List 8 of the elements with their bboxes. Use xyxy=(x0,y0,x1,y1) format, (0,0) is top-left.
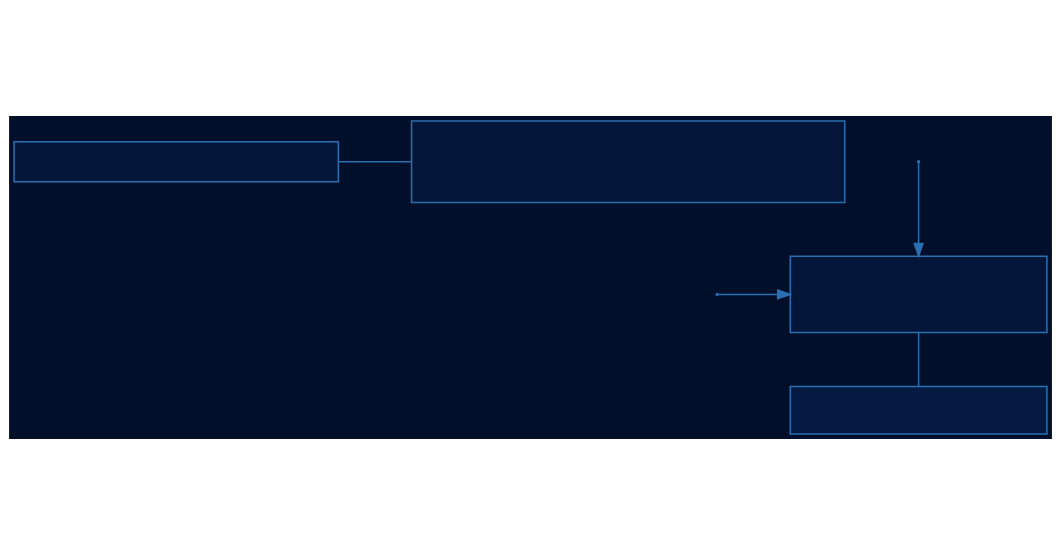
node-box xyxy=(789,255,1048,334)
node-box xyxy=(410,120,846,204)
connector xyxy=(917,332,920,388)
node-box xyxy=(789,385,1048,435)
node-box xyxy=(13,140,340,183)
connector xyxy=(337,160,412,163)
arrow xyxy=(717,288,793,300)
arrow xyxy=(913,162,925,259)
